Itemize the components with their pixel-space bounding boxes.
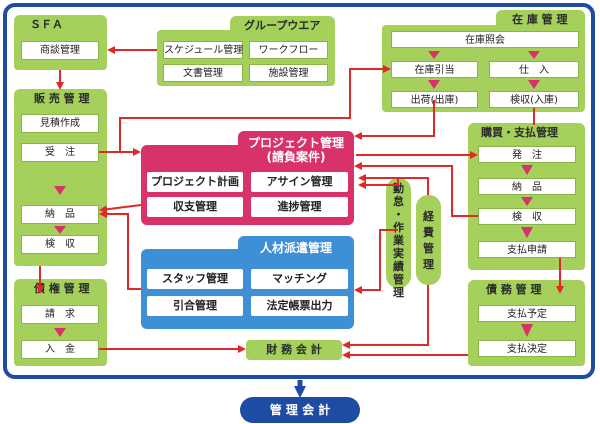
attendance-char: 作 xyxy=(393,221,404,234)
expense-char: 経 xyxy=(423,210,434,223)
inventory-tab xyxy=(496,10,585,27)
attendance-char: 績 xyxy=(393,260,404,273)
arrow-expense-to-accounting xyxy=(342,285,429,349)
arrow-expense-to-project xyxy=(358,174,429,195)
step-arrow-inv-right xyxy=(528,51,540,59)
node-order[interactable]: 受 注 xyxy=(21,143,99,162)
node-profit[interactable]: 収支管理 xyxy=(147,197,243,217)
node-legal-forms[interactable]: 法定帳票出力 xyxy=(251,296,348,316)
node-staff[interactable]: スタッフ管理 xyxy=(147,269,243,289)
step-arrow-receivables xyxy=(54,328,66,337)
step-arrow-inv-left xyxy=(428,51,440,59)
node-stock-inquiry[interactable]: 在庫照会 xyxy=(391,31,579,48)
attendance-char: 管 xyxy=(393,273,404,286)
node-shodan[interactable]: 商談管理 xyxy=(21,41,99,60)
node-facilities[interactable]: 施設管理 xyxy=(249,64,328,82)
arrow-po-acceptance-to-project xyxy=(354,162,478,217)
step-arrow-inv-left2 xyxy=(428,80,440,89)
attendance-char: 怠 xyxy=(393,195,404,208)
expense-char: 費 xyxy=(423,226,434,239)
attendance-char: 勤 xyxy=(393,182,404,195)
node-documents[interactable]: 文書管理 xyxy=(163,64,243,82)
sfa-title: ＳＦＡ xyxy=(30,18,63,31)
step-arrow-po3 xyxy=(521,227,533,238)
node-po-delivery[interactable]: 納 品 xyxy=(478,178,576,195)
node-matching[interactable]: マッチング xyxy=(251,269,348,289)
node-purchase-in[interactable]: 仕 入 xyxy=(489,61,579,78)
step-arrow-payables xyxy=(521,324,533,337)
inventory-title: 在 庫 管 理 xyxy=(512,13,568,26)
node-billing[interactable]: 請 求 xyxy=(21,305,99,324)
step-arrow-po1 xyxy=(521,165,533,175)
attendance-pill[interactable]: 勤 怠 ・ 作 業 実 績 管 理 xyxy=(386,178,411,299)
financial-accounting[interactable]: 財 務 会 計 xyxy=(246,340,342,360)
sales-tab xyxy=(14,89,107,106)
staffing-title: 人材派遣管理 xyxy=(259,241,332,255)
step-arrow-delivery xyxy=(54,226,66,234)
node-payment-request[interactable]: 支払申請 xyxy=(478,241,576,258)
node-po[interactable]: 発 注 xyxy=(478,146,576,163)
arrow-shipping-to-project xyxy=(354,108,435,140)
node-workflow[interactable]: ワークフロー xyxy=(249,41,328,59)
node-progress[interactable]: 進捗管理 xyxy=(251,197,348,217)
sales-title: 販 売 管 理 xyxy=(34,92,90,105)
node-project-plan[interactable]: プロジェクト計画 xyxy=(147,172,243,192)
arrow-order-to-inventory xyxy=(119,65,391,152)
purchasing-title: 購買・支払管理 xyxy=(481,126,558,139)
expense-char: 管 xyxy=(423,242,434,255)
payables-title: 債 務 管 理 xyxy=(486,283,542,296)
purchasing-tab xyxy=(468,123,585,140)
step-arrow-inv-right2 xyxy=(528,80,540,89)
node-payment-decision[interactable]: 支払決定 xyxy=(478,340,576,357)
groupware-title: グループウエア xyxy=(244,19,321,32)
node-assign[interactable]: アサイン管理 xyxy=(251,172,348,192)
node-delivery[interactable]: 納 品 xyxy=(21,205,99,224)
project-subtitle: (請負案件) xyxy=(266,150,326,164)
internal-step-arrows xyxy=(54,51,540,337)
arrow-project-to-delivery xyxy=(99,204,142,214)
attendance-char: 業 xyxy=(393,234,404,247)
staffing-tab xyxy=(238,236,354,258)
step-arrow-po2 xyxy=(521,197,533,206)
node-payment-in[interactable]: 入 金 xyxy=(21,340,99,359)
attendance-char: ・ xyxy=(393,208,404,221)
node-quote[interactable]: 見積作成 xyxy=(21,114,99,133)
expense-pill[interactable]: 経 費 管 理 xyxy=(416,195,441,285)
node-receiving[interactable]: 検収(入庫) xyxy=(489,91,579,108)
groupware-tab xyxy=(230,16,335,33)
project-title: プロジェクト管理 xyxy=(247,136,344,150)
attendance-char: 理 xyxy=(393,286,404,299)
payables-tab xyxy=(468,280,585,297)
node-inquiry[interactable]: 引合管理 xyxy=(147,296,243,316)
sfa-tab xyxy=(14,15,107,32)
arrow-attendance-to-project xyxy=(358,178,399,189)
arrow-attendance-to-staffing xyxy=(354,229,398,294)
step-arrow-sales xyxy=(54,186,66,195)
arrow-staffing-to-delivery xyxy=(99,210,141,290)
node-allocation[interactable]: 在庫引当 xyxy=(391,61,478,78)
node-po-acceptance[interactable]: 検 収 xyxy=(478,208,576,225)
receivables-title: 債 権 管 理 xyxy=(34,282,90,295)
node-schedule[interactable]: スケジュール管理 xyxy=(163,41,243,59)
management-accounting[interactable]: 管 理 会 計 xyxy=(240,397,360,423)
project-tab xyxy=(238,131,354,161)
expense-char: 理 xyxy=(423,258,434,271)
node-acceptance[interactable]: 検 収 xyxy=(21,235,99,254)
node-payment-plan[interactable]: 支払予定 xyxy=(478,305,576,322)
attendance-char: 実 xyxy=(393,247,404,260)
